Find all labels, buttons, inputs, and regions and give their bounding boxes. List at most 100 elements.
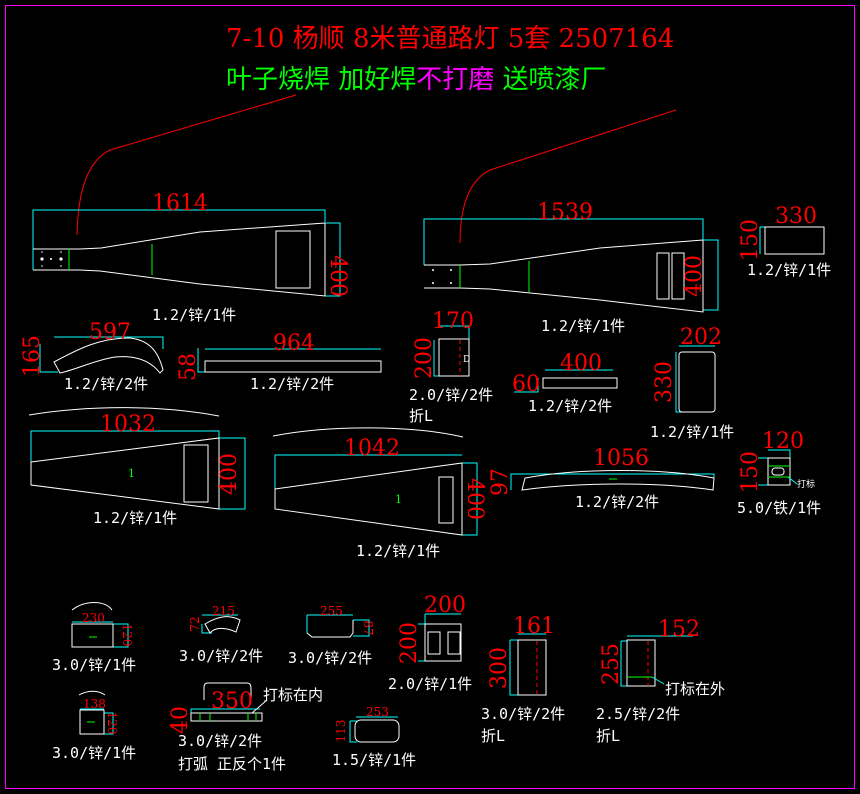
part-strip-350[interactable]: 打标在内 350 40 3.0/锌/2件 打弧 正反个1件 <box>168 682 323 773</box>
dimension-lines <box>514 369 613 393</box>
part-label: 1 <box>128 467 135 480</box>
leader-line-left <box>76 94 297 236</box>
callout-leader <box>787 476 798 485</box>
part-arm-right[interactable]: 1539 400 1.2/锌/1件 <box>423 200 719 335</box>
dimension-height: 200 <box>412 337 437 379</box>
dimension-width: 597 <box>89 320 131 345</box>
part-outline <box>30 437 220 510</box>
part-plate-253[interactable]: 253 113 1.5/锌/1件 <box>332 705 416 769</box>
dimension-width: 400 <box>560 351 602 376</box>
dimension-height: 150 <box>738 219 763 261</box>
dimension-width: 215 <box>212 604 235 618</box>
part-note: 1.5/锌/1件 <box>332 751 416 769</box>
part-outline <box>71 623 114 648</box>
dimension-lines <box>72 621 129 648</box>
part-outline <box>204 360 382 373</box>
cutout <box>438 476 454 524</box>
cutout <box>447 631 461 655</box>
part-bracket-152[interactable]: 打标在外 152 255 2.5/锌/2件 折L <box>596 617 725 745</box>
part-arc-1056[interactable]: 1056 97 1.2/锌/2件 <box>488 446 715 511</box>
part-outline <box>53 337 164 374</box>
part-small-138[interactable]: 138 120 3.0/锌/1件 <box>52 690 136 762</box>
part-note: 2.0/锌/2件 <box>409 386 493 404</box>
dimension-lines <box>32 209 341 297</box>
callout-leader <box>251 699 268 714</box>
dimension-height: 165 <box>20 335 45 377</box>
dimension-lines <box>274 454 478 536</box>
dimension-width: 200 <box>424 593 466 618</box>
callout-text: 打标 <box>797 478 815 490</box>
part-plate-202[interactable]: 202 330 1.2/锌/1件 <box>650 325 734 441</box>
dimension-width: 255 <box>320 604 343 618</box>
dimension-lines <box>306 614 370 637</box>
part-small-255[interactable]: 255 87 3.0/锌/2件 <box>288 604 375 667</box>
dimension-width: 253 <box>366 705 389 719</box>
arc-guide <box>272 427 464 438</box>
dimension-height: 400 <box>682 255 707 297</box>
dimension-height: 300 <box>487 647 512 689</box>
part-arc-597[interactable]: 597 165 1.2/锌/2件 <box>20 320 164 393</box>
part-outline <box>424 239 704 313</box>
part-outline <box>764 226 825 255</box>
part-note: 1.2/锌/1件 <box>747 261 831 279</box>
part-label: 1 <box>395 493 402 506</box>
part-outline <box>306 620 354 638</box>
part-note: 3.0/锌/2件 <box>481 705 565 723</box>
part-strip-964[interactable]: 964 58 1.2/锌/2件 <box>176 331 382 393</box>
callout-text: 打标在外 <box>665 680 725 698</box>
dimension-width: 138 <box>83 697 106 711</box>
dimension-height: 120 <box>105 712 119 735</box>
dimension-lines <box>433 325 470 377</box>
dimension-lines <box>349 716 398 743</box>
arc-guide <box>203 682 252 700</box>
part-arm-left[interactable]: 1614 400 1.2/锌/1件 <box>32 191 350 324</box>
dimension-width: 1614 <box>152 191 208 216</box>
cutout <box>275 230 311 289</box>
part-note: 3.0/锌/2件 <box>178 732 262 750</box>
dimension-width: 964 <box>273 331 315 356</box>
dimension-height: 87 <box>361 620 375 635</box>
instruction-weld: 叶子烧焊 加好焊 <box>226 65 416 95</box>
part-note: 1.2/锌/1件 <box>650 423 734 441</box>
dimension-height: 255 <box>599 643 624 685</box>
dimension-width: 152 <box>658 617 700 642</box>
part-outline <box>438 338 470 377</box>
leader-line-right <box>459 109 677 244</box>
part-mark: D <box>463 355 470 365</box>
part-plate-120[interactable]: 打标 120 150 5.0/铁/1件 <box>737 429 821 517</box>
dimension-lines <box>201 614 238 634</box>
part-small-230[interactable]: 230 120 3.0/锌/1件 <box>52 602 136 675</box>
part-strip-400[interactable]: 400 60 1.2/锌/2件 <box>512 351 618 415</box>
part-outline <box>190 712 263 722</box>
part-note: 3.0/锌/2件 <box>179 647 263 665</box>
part-bracket-170[interactable]: D 170 200 2.0/锌/2件 折L <box>409 309 493 425</box>
dimension-height: 60 <box>512 372 540 397</box>
part-note: 2.0/锌/1件 <box>388 675 472 693</box>
arc-guide <box>28 407 220 417</box>
dimension-lines <box>80 708 114 735</box>
bend-lines <box>199 713 257 721</box>
dimension-height: 150 <box>738 451 763 493</box>
dimension-lines <box>509 633 546 696</box>
dimension-width: 120 <box>762 429 804 454</box>
part-small-215[interactable]: 215 72 3.0/锌/2件 <box>179 604 263 665</box>
part-note: 1.2/锌/2件 <box>64 375 148 393</box>
part-taper-1032[interactable]: 1 1032 400 1.2/锌/1件 <box>28 407 246 527</box>
part-note: 1.2/锌/1件 <box>541 317 625 335</box>
part-taper-1042[interactable]: 1 1042 400 1.2/锌/1件 <box>272 427 487 560</box>
dimension-width: 230 <box>82 611 105 625</box>
dimension-height: 40 <box>168 706 193 734</box>
dimension-lines <box>620 635 693 687</box>
part-note: 1.2/锌/2件 <box>528 397 612 415</box>
hole-pattern <box>432 269 452 284</box>
callout-text: 打标在内 <box>263 686 323 704</box>
cutout <box>671 252 685 300</box>
part-bracket-161[interactable]: 161 300 3.0/锌/2件 折L <box>481 614 565 745</box>
cutout <box>427 631 441 655</box>
dimension-height: 97 <box>488 468 513 496</box>
part-box-200[interactable]: 200 200 2.0/锌/1件 <box>388 593 472 693</box>
part-plate-330[interactable]: 330 150 1.2/锌/1件 <box>738 204 831 279</box>
part-note: 5.0/铁/1件 <box>737 499 821 517</box>
part-note: 1.2/锌/1件 <box>93 509 177 527</box>
